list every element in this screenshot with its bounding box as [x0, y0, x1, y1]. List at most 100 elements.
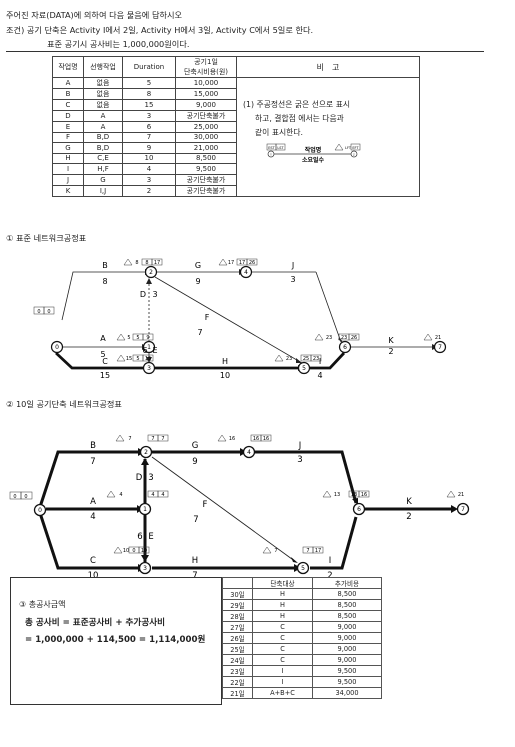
- legend-lft-label: LFT: [345, 146, 352, 150]
- cell: 2: [122, 184, 176, 197]
- edge-I: [309, 352, 346, 370]
- cell: I: [52, 163, 84, 175]
- activity-duration: 7: [192, 571, 197, 580]
- cell: C: [252, 643, 313, 655]
- activity-label: E: [148, 532, 153, 542]
- node-label: 6: [343, 344, 347, 351]
- node-6: [338, 340, 352, 354]
- time-value: 0: [37, 309, 40, 315]
- node-1: [142, 340, 156, 354]
- activity-duration: 9: [195, 277, 200, 286]
- cell: 21일: [222, 687, 253, 699]
- cell: 26일: [222, 632, 253, 644]
- time-value: 15: [126, 356, 132, 362]
- activity-duration: 8: [102, 277, 107, 286]
- activity-duration: 2: [327, 571, 332, 580]
- node-label: 0: [55, 344, 59, 351]
- cell: 15: [122, 99, 176, 111]
- activity-duration: 7: [193, 515, 198, 525]
- activity-label: G: [195, 261, 201, 270]
- cell: 9,000: [312, 654, 382, 666]
- cell: E: [52, 121, 84, 133]
- legend-name-label: 작업명: [305, 146, 322, 154]
- activity-label: J: [291, 261, 294, 270]
- total-cost-formula-2: = 1,000,000 + 114,500 = 1,114,000원: [25, 635, 206, 645]
- time-value: 7: [274, 548, 277, 554]
- activity-label: A: [100, 334, 106, 343]
- activity-duration: 2: [406, 512, 411, 522]
- cell: 9,000: [312, 632, 382, 644]
- activity-label: B: [102, 261, 108, 270]
- section1-title: ① 표준 네트워크공정표: [6, 233, 87, 243]
- cell: 8,500: [312, 588, 382, 600]
- node-label: 1: [147, 344, 151, 351]
- legend-lst-label: LST: [277, 146, 284, 150]
- node-label: 2: [149, 269, 153, 276]
- cell: A: [83, 110, 123, 122]
- cell: 없음: [83, 99, 123, 111]
- cell: 8: [122, 88, 176, 100]
- cell: 9,500: [312, 665, 382, 677]
- activity-duration: 3: [152, 290, 157, 299]
- activity-table: 작업명 선행작업 Duration 공기1일 단축시비용(원) 비 고 A 없음…: [52, 56, 420, 197]
- intro-line-1: 주어진 자료(DATA)에 의하여 다음 물음에 답하시오: [6, 10, 183, 20]
- node-label: 2: [144, 449, 148, 456]
- activity-label: C: [90, 556, 96, 566]
- header-cell: 공기1일 단축시비용(원): [175, 56, 237, 78]
- cell: 5: [122, 77, 176, 89]
- cell: 9,000: [175, 99, 237, 111]
- header-cell: 비 고: [236, 56, 420, 78]
- activity-duration: 7: [197, 328, 202, 337]
- activity-duration: 4: [90, 512, 95, 522]
- time-value: 23: [313, 356, 319, 362]
- activity-label: K: [388, 336, 394, 345]
- activity-duration: 10: [88, 571, 99, 580]
- time-value: 9: [146, 335, 149, 341]
- time-value: 0: [132, 548, 135, 554]
- node-label: 7: [438, 344, 442, 351]
- cell: 29일: [222, 599, 253, 611]
- node-6: [352, 502, 366, 516]
- cell: B: [52, 88, 84, 100]
- activity-duration: 10: [220, 371, 230, 380]
- time-value: 17: [315, 548, 321, 554]
- lft-box: LFT EFT: [334, 143, 361, 151]
- cell: G: [52, 142, 84, 154]
- time-value: 8: [145, 260, 148, 266]
- edge-F: [151, 456, 297, 563]
- cell: I: [252, 676, 313, 688]
- cell: 없음: [83, 77, 123, 89]
- cell: 7: [122, 131, 176, 143]
- standard-network-diagram: 0 2 4 1 3 5 6 7 B 8 G 9 J 3 A 5 D 3 F 7 …: [33, 258, 447, 380]
- time-value: 23: [286, 356, 292, 362]
- time-value: 8: [135, 260, 138, 266]
- edge-B: [61, 271, 145, 321]
- node-7: [433, 340, 447, 354]
- cell: C: [252, 621, 313, 633]
- activity-label: I: [329, 556, 332, 566]
- cell: 3: [122, 110, 176, 122]
- node-0: [33, 503, 47, 517]
- activity-duration: 5: [100, 350, 105, 359]
- cell: A: [83, 121, 123, 133]
- time-value: 5: [127, 335, 130, 341]
- cell: 10: [122, 152, 176, 164]
- cell: B,D: [83, 131, 123, 143]
- node-3: [142, 361, 156, 375]
- node-label: 7: [461, 506, 465, 513]
- activity-duration: 2: [388, 347, 393, 356]
- header-cell: Duration: [122, 56, 176, 78]
- section2-title: ② 10일 공기단축 네트워크공정표: [6, 399, 122, 409]
- node-2: [144, 265, 158, 279]
- activity-duration: 3: [290, 275, 295, 284]
- cell: 34,000: [312, 687, 382, 699]
- cell: 없음: [83, 88, 123, 100]
- cell: 23일: [222, 665, 253, 677]
- activity-label: I: [319, 357, 321, 366]
- node-7: [456, 502, 470, 516]
